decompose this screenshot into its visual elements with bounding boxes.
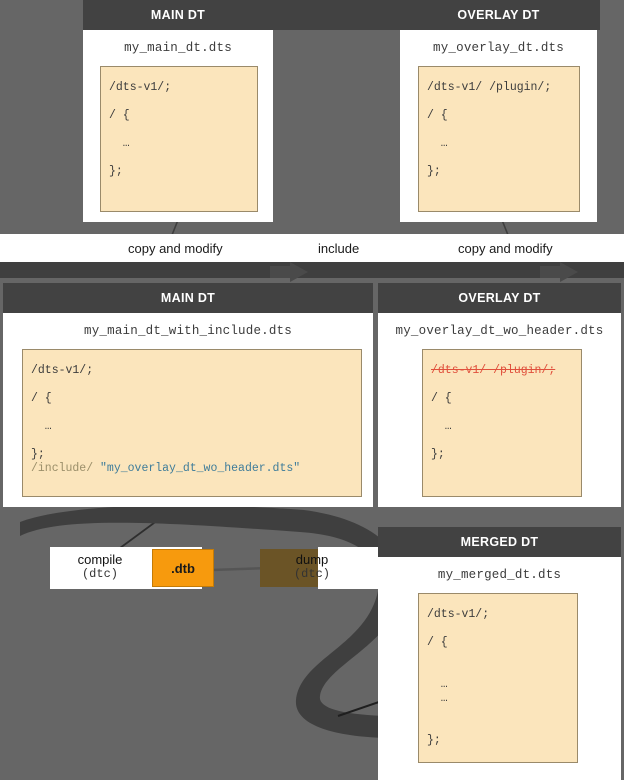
panel-main-dt-top: MAIN DT my_main_dt.dts /dts-v1/; / { … }…: [83, 0, 273, 222]
code-line: };: [427, 165, 441, 178]
label-dump-text: dump: [295, 552, 329, 567]
code-line: / {: [109, 109, 130, 122]
panel-merged-dt: MERGED DT my_merged_dt.dts /dts-v1/; / {…: [378, 527, 621, 780]
panel-merged-dt-header: MERGED DT: [378, 527, 621, 557]
edge-label-include: include: [318, 241, 360, 256]
struck-header-line: /dts-v1/ /plugin/;: [431, 364, 556, 377]
code-line: [31, 434, 361, 448]
code-line: /dts-v1/;: [109, 81, 172, 94]
file-name-my-overlay-dt: my_overlay_dt.dts: [433, 41, 564, 55]
panel-overlay-dt-wo-header: OVERLAY DT my_overlay_dt_wo_header.dts /…: [378, 283, 621, 507]
include-keyword: /include/: [31, 462, 94, 475]
code-line: [109, 95, 257, 109]
code-line: };: [109, 165, 123, 178]
code-line: [431, 378, 581, 392]
code-line: };: [427, 734, 441, 747]
code-line: [427, 720, 577, 734]
code-line: [427, 123, 579, 137]
code-line-include: /include/ "my_overlay_dt_wo_header.dts": [31, 462, 361, 476]
toolchain-right-plate: [318, 547, 380, 589]
code-line: …: [431, 420, 452, 433]
code-line: [31, 406, 361, 420]
code-line: [427, 95, 579, 109]
file-name-my-main-dt: my_main_dt.dts: [124, 41, 232, 55]
code-line: [109, 123, 257, 137]
code-line: …: [427, 678, 448, 691]
arrow-into-overlay-mid: [540, 262, 578, 282]
code-line: [431, 406, 581, 420]
code-line: /dts-v1/ /plugin/;: [427, 81, 552, 94]
code-line: /dts-v1/;: [31, 364, 94, 377]
code-line: / {: [431, 392, 452, 405]
code-line: …: [427, 692, 448, 705]
code-line: / {: [427, 636, 448, 649]
file-name-my-main-dt-with-include: my_main_dt_with_include.dts: [84, 324, 292, 338]
code-line: / {: [31, 392, 52, 405]
code-line: [427, 706, 577, 720]
code-line: [427, 622, 577, 636]
panel-main-dt-with-include: MAIN DT my_main_dt_with_include.dts /dts…: [3, 283, 373, 507]
code-line: /dts-v1/;: [427, 608, 490, 621]
code-line: / {: [427, 109, 448, 122]
code-box-my-overlay-dt: /dts-v1/ /plugin/; / { … };: [418, 66, 580, 212]
label-dump: dump (dtc): [272, 552, 352, 582]
panel-main-dt-top-header: MAIN DT: [83, 0, 273, 30]
code-line: };: [31, 448, 45, 461]
code-line: [31, 378, 361, 392]
edge-label-band: [0, 234, 624, 262]
flow-ribbon-compile-to-merged: [20, 505, 403, 738]
panel-overlay-dt-top: OVERLAY DT my_overlay_dt.dts /dts-v1/ /p…: [400, 0, 597, 222]
code-line: [109, 151, 257, 165]
code-line: …: [31, 420, 52, 433]
code-line: [431, 434, 581, 448]
label-compile: compile (dtc): [54, 552, 146, 582]
code-line: };: [431, 448, 445, 461]
label-dump-tool: (dtc): [293, 567, 330, 581]
code-box-my-main-dt: /dts-v1/; / { … };: [100, 66, 258, 212]
code-box-my-merged-dt: /dts-v1/; / { … … };: [418, 593, 578, 763]
label-compile-text: compile: [77, 552, 123, 567]
code-box-my-main-dt-with-include: /dts-v1/; / { … };/include/ "my_overlay_…: [22, 349, 362, 497]
code-box-my-overlay-dt-wo-header: /dts-v1/ /plugin/; / { … };: [422, 349, 582, 497]
file-name-my-overlay-dt-wo-header: my_overlay_dt_wo_header.dts: [395, 324, 604, 338]
code-line: …: [427, 137, 448, 150]
arrow-include-tail: [350, 262, 470, 268]
panel-overlay-dt-mid-header: OVERLAY DT: [378, 283, 621, 313]
panel-main-dt-mid-header: MAIN DT: [3, 283, 373, 313]
toolchain-strip: .dtb compile (dtc) dump (dtc): [50, 547, 380, 589]
file-name-my-merged-dt: my_merged_dt.dts: [437, 568, 562, 582]
code-line: [427, 664, 577, 678]
code-line: …: [109, 137, 130, 150]
include-path-string: "my_overlay_dt_wo_header.dts": [100, 462, 301, 475]
artifact-dtb-box: .dtb: [152, 549, 214, 587]
arrow-into-main-mid: [270, 262, 308, 282]
edge-label-copy-and-modify-left: copy and modify: [128, 241, 223, 256]
edge-label-copy-and-modify-right: copy and modify: [458, 241, 553, 256]
code-line: [427, 650, 577, 664]
panel-overlay-dt-top-header: OVERLAY DT: [400, 0, 597, 30]
code-line: /dts-v1/ /plugin/;: [431, 364, 581, 378]
code-line: [427, 151, 579, 165]
label-compile-tool: (dtc): [81, 567, 118, 581]
